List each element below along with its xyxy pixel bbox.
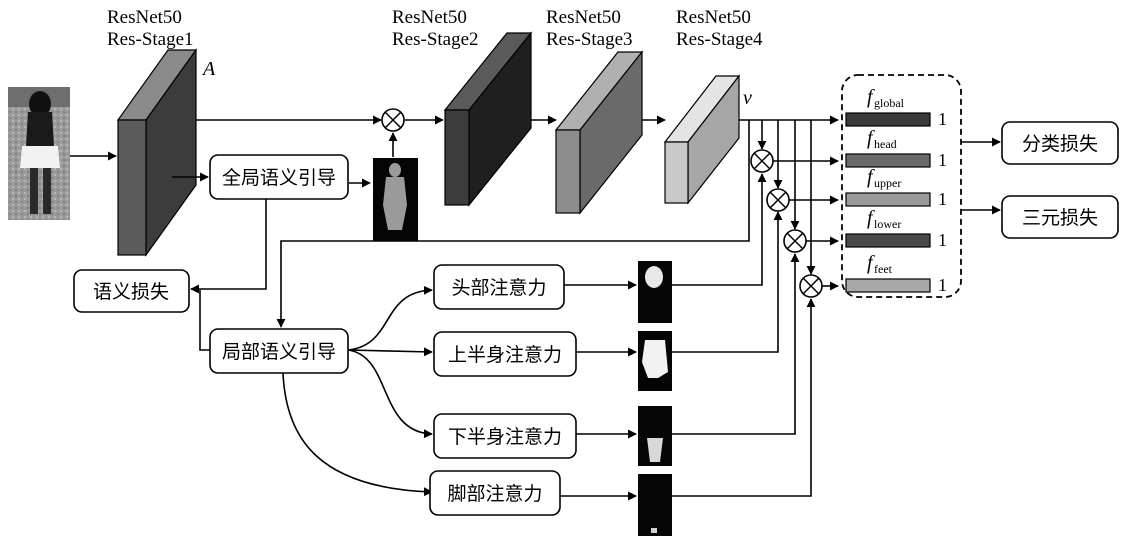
feature-feet-dim: 1 [938, 275, 947, 295]
semantic-loss-label: 语义损失 [93, 281, 169, 303]
feature-lower-dim: 1 [938, 230, 947, 250]
stage1-label-line1: ResNet50 [107, 7, 182, 28]
feature-lower-bar [846, 234, 930, 247]
stage2-label-line2: Res-Stage2 [392, 29, 479, 50]
res-stage1-block [118, 50, 196, 255]
feature-v-label: v [743, 87, 752, 109]
head-mask-image [638, 261, 672, 323]
stage2-label-line1: ResNet50 [392, 7, 467, 28]
multiply-icon [800, 275, 822, 297]
input-image [8, 87, 70, 220]
upper-attention-label: 上半身注意力 [448, 344, 562, 366]
attention-to-mask-arrows [560, 285, 636, 496]
res-stage3-block [556, 52, 642, 213]
stage1-label-line2: Res-Stage1 [107, 29, 194, 50]
stage4-label-line1: ResNet50 [676, 7, 751, 28]
feature-global-bar [846, 113, 930, 126]
feature-feet-bar [846, 279, 930, 292]
feature-head-bar [846, 154, 930, 167]
upper-mask-image [638, 331, 672, 391]
feature-global-dim: 1 [938, 109, 947, 129]
multiply-icon [751, 150, 773, 172]
res-stage4-block [665, 76, 739, 203]
feature-vectors: f global 1 f head 1 f upper 1 f lower 1 … [846, 86, 947, 295]
stage3-label-line1: ResNet50 [546, 7, 621, 28]
head-attention-label: 头部注意力 [451, 277, 546, 299]
feature-head: f head 1 [846, 127, 947, 170]
feature-a-label: A [201, 58, 216, 80]
cls-loss-label: 分类损失 [1022, 133, 1098, 155]
feet-mask-image [638, 474, 672, 536]
feature-head-dim: 1 [938, 150, 947, 170]
local-branch-arrows [283, 290, 432, 492]
stage3-label-line2: Res-Stage3 [546, 29, 633, 50]
feature-upper-dim: 1 [938, 189, 947, 209]
multiply-icon [382, 109, 404, 131]
local-guide-label: 局部语义引导 [222, 341, 336, 363]
multiply-icon [767, 189, 789, 211]
feature-upper: f upper 1 [846, 166, 947, 209]
feet-attention-label: 脚部注意力 [447, 483, 542, 505]
feature-head-subscript: head [874, 137, 897, 151]
stage4-label-line2: Res-Stage4 [676, 29, 763, 50]
feature-global: f global 1 [846, 86, 947, 129]
feature-global-subscript: global [874, 96, 905, 110]
triplet-loss-label: 三元损失 [1022, 207, 1098, 229]
feature-upper-bar [846, 193, 930, 206]
feature-lower-subscript: lower [874, 217, 901, 231]
feature-feet: f feet 1 [846, 252, 947, 295]
global-guide-label: 全局语义引导 [222, 167, 336, 189]
global-mask-image [373, 158, 418, 241]
feature-feet-subscript: feet [874, 262, 893, 276]
lower-mask-image [638, 406, 672, 466]
res-stage2-block [445, 33, 531, 205]
lower-attention-label: 下半身注意力 [448, 426, 562, 448]
feature-lower: f lower 1 [846, 207, 947, 250]
global-to-loss-arrow [191, 199, 266, 289]
feature-upper-subscript: upper [874, 176, 901, 190]
mask-to-multiply-lines [672, 174, 811, 496]
multiply-icon [784, 230, 806, 252]
